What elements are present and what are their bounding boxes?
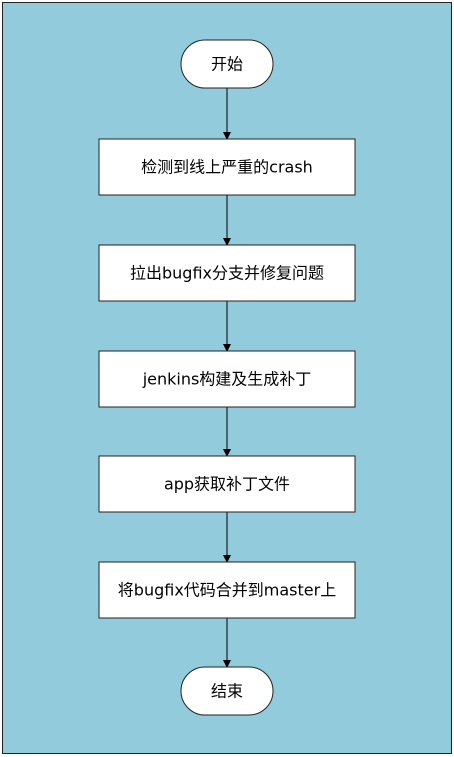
node-label: jenkins构建及生成补丁 [142,370,312,389]
terminal-node-end: 结束 [180,666,274,716]
node-label: 结束 [211,682,243,701]
process-node-step2: 拉出bugfix分支并修复问题 [98,244,356,302]
node-label: 将bugfix代码合并到master上 [118,581,336,600]
process-box [98,244,356,302]
terminal-shape [180,666,274,716]
process-node-step5: 将bugfix代码合并到master上 [98,561,356,619]
process-box [98,138,356,196]
process-box [98,350,356,408]
terminal-node-start: 开始 [180,39,274,89]
process-node-step3: jenkins构建及生成补丁 [98,350,356,408]
process-node-step1: 检测到线上严重的crash [98,138,356,196]
node-label: 检测到线上严重的crash [141,158,313,177]
process-box [98,561,356,619]
node-label: 开始 [211,55,243,74]
node-label: app获取补丁文件 [164,475,290,494]
terminal-shape [180,39,274,89]
node-label: 拉出bugfix分支并修复问题 [130,264,324,283]
process-node-step4: app获取补丁文件 [98,455,356,513]
process-box [98,455,356,513]
